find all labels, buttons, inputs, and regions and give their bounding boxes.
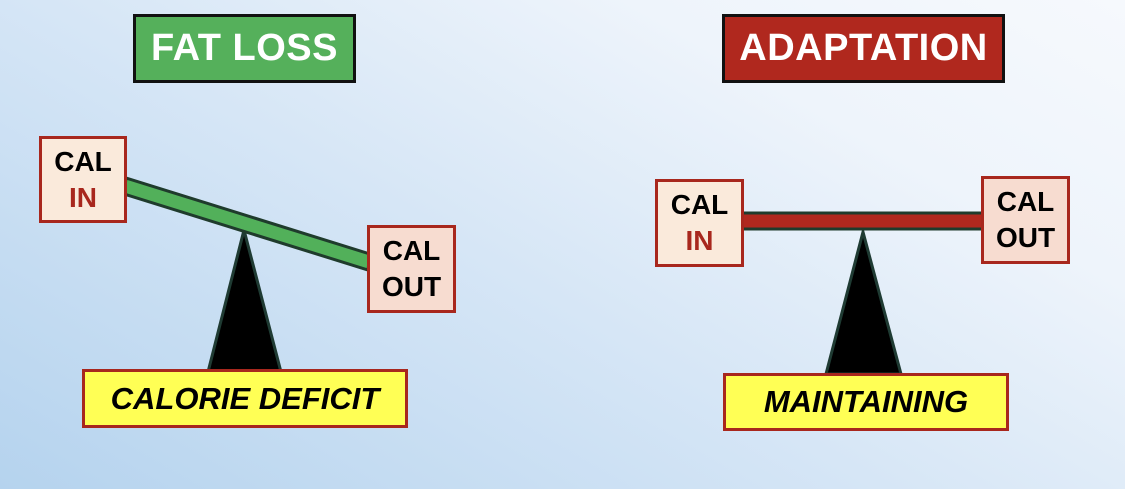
right-cal-out-box: CAL OUT bbox=[981, 176, 1070, 264]
cal-label: CAL bbox=[996, 186, 1055, 217]
cal-label: CAL bbox=[670, 189, 729, 220]
in-label: IN bbox=[685, 225, 714, 256]
left-cal-out-box: CAL OUT bbox=[367, 225, 456, 313]
adaptation-title: ADAPTATION bbox=[722, 14, 1005, 83]
fat-loss-title: FAT LOSS bbox=[133, 14, 356, 83]
right-beam bbox=[740, 211, 986, 231]
in-label: IN bbox=[69, 181, 97, 213]
maintaining-label: MAINTAINING bbox=[723, 373, 1009, 431]
out-label: OUT bbox=[995, 222, 1056, 253]
right-cal-in-box: CAL IN bbox=[655, 179, 744, 267]
out-label: OUT bbox=[381, 271, 442, 302]
left-fulcrum bbox=[206, 229, 283, 374]
right-fulcrum bbox=[824, 226, 903, 376]
left-cal-in-box: CAL IN bbox=[39, 136, 127, 223]
calorie-deficit-label: CALORIE DEFICIT bbox=[82, 369, 408, 428]
cal-label: CAL bbox=[382, 235, 441, 266]
cal-label: CAL bbox=[54, 145, 112, 177]
